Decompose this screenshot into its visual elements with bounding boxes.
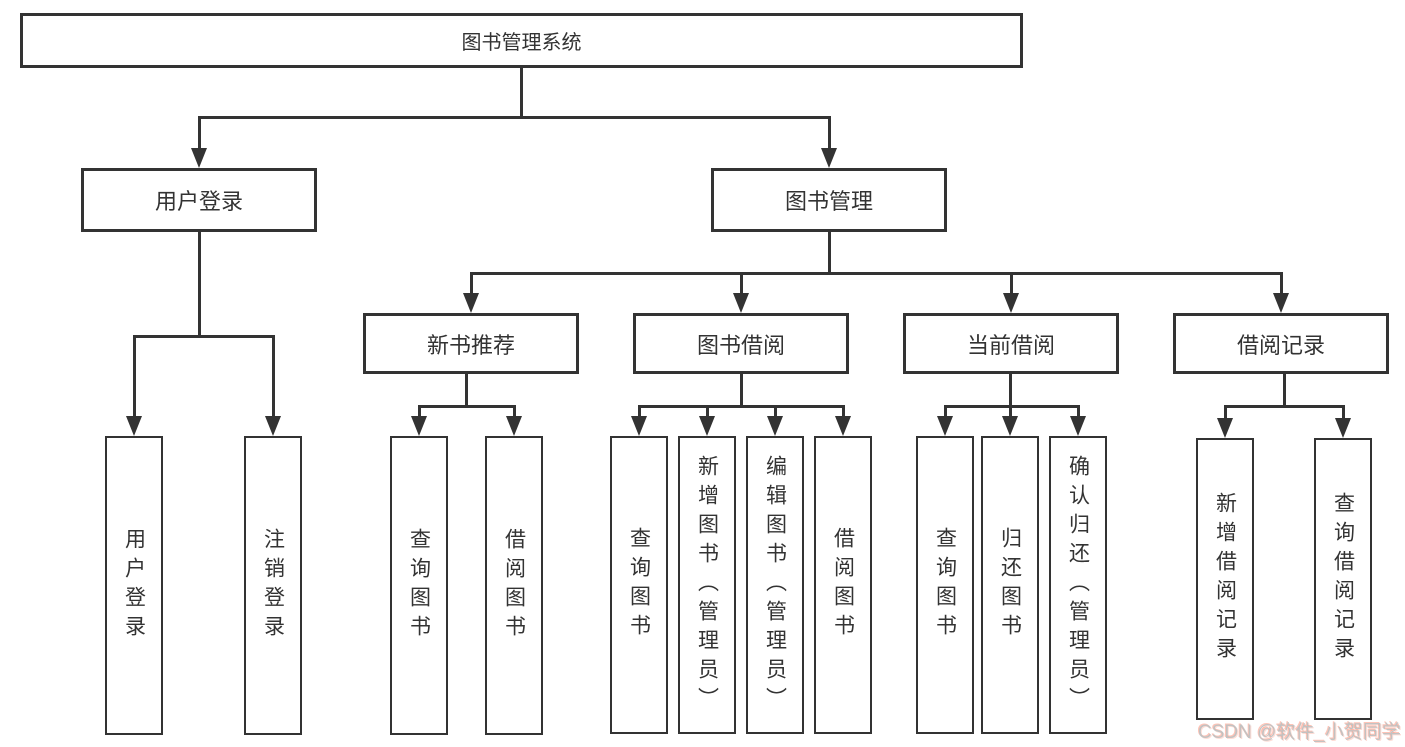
connector-line	[943, 405, 1080, 408]
connector-line	[739, 374, 743, 408]
node-label: 用户登录	[154, 189, 243, 214]
connector-line	[132, 335, 275, 338]
connector-line	[417, 405, 516, 408]
node-label: 查询借阅记录	[1331, 492, 1355, 666]
connector-line	[637, 405, 845, 408]
node-leaf-borrow-books-recommend: 借阅图书	[485, 436, 543, 735]
arrow-down-icon	[463, 293, 479, 313]
connector-line	[1223, 405, 1227, 420]
node-leaf-edit-books-admin: 编辑图书（管理员）	[746, 436, 804, 734]
connector-line	[1279, 272, 1283, 295]
arrow-down-icon	[1335, 418, 1351, 438]
node-label: 确认归还（管理员）	[1066, 454, 1090, 716]
arrow-down-icon	[699, 416, 715, 436]
connector-line	[1008, 374, 1012, 408]
node-label: 编辑图书（管理员）	[763, 454, 787, 716]
node-label: 新书推荐	[426, 332, 515, 358]
arrow-down-icon	[767, 416, 783, 436]
connector-line	[1223, 405, 1345, 408]
connector-line	[512, 405, 516, 418]
connector-line	[705, 405, 709, 418]
arrow-down-icon	[733, 293, 749, 313]
node-leaf-add-borrow-record: 新增借阅记录	[1196, 438, 1254, 720]
connector-line	[417, 405, 421, 418]
arrow-down-icon	[506, 416, 522, 436]
connector-line	[1282, 374, 1286, 408]
node-leaf-logout: 注销登录	[244, 436, 302, 735]
node-user-login: 用户登录	[81, 168, 317, 232]
node-label: 借阅图书	[502, 527, 526, 644]
node-new-book-recommend: 新书推荐	[363, 313, 579, 374]
arrow-down-icon	[1070, 416, 1086, 436]
node-leaf-query-books-recommend: 查询图书	[390, 436, 448, 735]
node-label: 查询图书	[407, 527, 431, 644]
node-label: 归还图书	[998, 527, 1022, 643]
node-root-library-system: 图书管理系统	[20, 13, 1023, 68]
connector-line	[827, 116, 831, 150]
arrow-down-icon	[191, 148, 207, 168]
arrow-down-icon	[937, 416, 953, 436]
csdn-watermark: CSDN @软件_小贺同学	[1198, 722, 1401, 743]
node-leaf-user-login: 用户登录	[105, 436, 163, 735]
node-label: 图书借阅	[696, 332, 785, 358]
connector-line	[197, 232, 201, 338]
node-current-borrow: 当前借阅	[903, 313, 1119, 374]
connector-line	[1009, 272, 1013, 295]
connector-line	[1008, 405, 1012, 418]
arrow-down-icon	[1217, 418, 1233, 438]
node-borrow-records: 借阅记录	[1173, 313, 1389, 374]
node-leaf-return-books: 归还图书	[981, 436, 1039, 734]
connector-line	[827, 232, 831, 275]
connector-line	[197, 116, 831, 119]
node-leaf-borrow-books: 借阅图书	[814, 436, 872, 734]
node-label: 注销登录	[261, 527, 285, 644]
node-leaf-query-books-current: 查询图书	[916, 436, 974, 734]
node-leaf-confirm-return-admin: 确认归还（管理员）	[1049, 436, 1107, 734]
node-leaf-query-borrow-record: 查询借阅记录	[1314, 438, 1372, 720]
connector-line	[773, 405, 777, 418]
node-label: 用户登录	[122, 527, 146, 644]
connector-line	[271, 335, 275, 418]
node-label: 查询图书	[933, 527, 957, 643]
node-book-management: 图书管理	[711, 168, 947, 232]
node-book-borrow: 图书借阅	[633, 313, 849, 374]
connector-line	[943, 405, 947, 418]
connector-line	[465, 374, 468, 408]
node-label: 新增图书（管理员）	[695, 454, 719, 716]
connector-line	[637, 405, 641, 418]
node-label: 查询图书	[627, 527, 651, 643]
node-label: 借阅图书	[831, 527, 855, 643]
connector-line	[197, 116, 201, 150]
arrow-down-icon	[631, 416, 647, 436]
arrow-down-icon	[411, 416, 427, 436]
connector-line	[520, 68, 523, 119]
node-label: 图书管理	[784, 189, 873, 214]
arrow-down-icon	[821, 148, 837, 168]
arrow-down-icon	[1273, 293, 1289, 313]
node-leaf-add-books-admin: 新增图书（管理员）	[678, 436, 736, 734]
node-label: 当前借阅	[966, 332, 1055, 358]
connector-line	[739, 272, 743, 295]
connector-line	[841, 405, 845, 418]
node-label: 图书管理系统	[461, 32, 582, 54]
node-leaf-query-books-borrow: 查询图书	[610, 436, 668, 734]
connector-line	[1076, 405, 1080, 418]
connector-line	[469, 272, 1283, 275]
node-label: 新增借阅记录	[1213, 492, 1237, 666]
arrow-down-icon	[126, 416, 142, 436]
arrow-down-icon	[1003, 293, 1019, 313]
arrow-down-icon	[265, 416, 281, 436]
arrow-down-icon	[835, 416, 851, 436]
arrow-down-icon	[1002, 416, 1018, 436]
connector-line	[469, 272, 473, 295]
connector-line	[1341, 405, 1345, 420]
connector-line	[132, 335, 136, 418]
node-label: 借阅记录	[1236, 332, 1325, 358]
